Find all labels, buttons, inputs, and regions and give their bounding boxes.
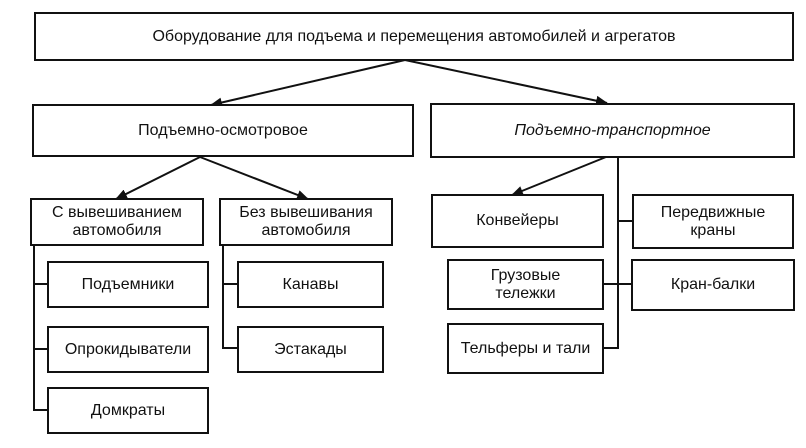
without-lift-label: Без вывешивания автомобиля [239,204,373,239]
item-overpasses-label: Эстакады [274,340,347,358]
arrow-transport-to-conveyors [511,156,607,196]
item-crane-beams-label: Кран-балки [670,276,756,294]
item-carts-label: Грузовые тележки [490,266,561,302]
item-mobile-cranes: Передвижные краны [632,194,794,249]
item-overpasses: Эстакады [237,326,384,373]
root-label: Оборудование для подъема и перемещения а… [152,27,676,45]
with-lift-label: С вывешиванием автомобиля [52,204,182,239]
without-lift-box: Без вывешивания автомобиля [219,198,393,246]
arrow-root-to-transport [404,59,608,106]
inspection-label: Подъемно-осмотровое [138,121,308,139]
inspection-box: Подъемно-осмотровое [32,104,414,157]
item-mobile-cranes-label: Передвижные краны [660,203,766,239]
item-jacks: Домкраты [47,387,209,434]
item-tippers-label: Опрокидыватели [64,340,192,358]
root-box: Оборудование для подъема и перемещения а… [34,12,794,61]
item-conveyors-label: Конвейеры [476,212,559,230]
item-lifts-label: Подъемники [81,275,175,293]
item-pits-label: Канавы [282,275,339,293]
item-lifts: Подъемники [47,261,209,308]
item-hoists: Тельферы и тали [447,323,604,374]
without-lift-bus [222,246,238,349]
arrow-inspection-to-with-lift [115,156,201,200]
with-lift-box: С вывешиванием автомобиля [30,198,204,246]
item-pits: Канавы [237,261,384,308]
with-lift-bus [33,246,48,411]
transport-label: Подъемно-транспортное [514,121,711,139]
arrow-inspection-to-without-lift [199,156,309,200]
item-jacks-label: Домкраты [90,401,166,419]
transport-box: Подъемно-транспортное [430,103,795,158]
arrow-root-to-inspection [210,59,406,108]
item-tippers: Опрокидыватели [47,326,209,373]
item-hoists-label: Тельферы и тали [460,339,591,357]
transport-bus [603,157,619,349]
item-crane-beams: Кран-балки [631,259,795,311]
item-conveyors: Конвейеры [431,194,604,248]
item-carts: Грузовые тележки [447,259,604,310]
